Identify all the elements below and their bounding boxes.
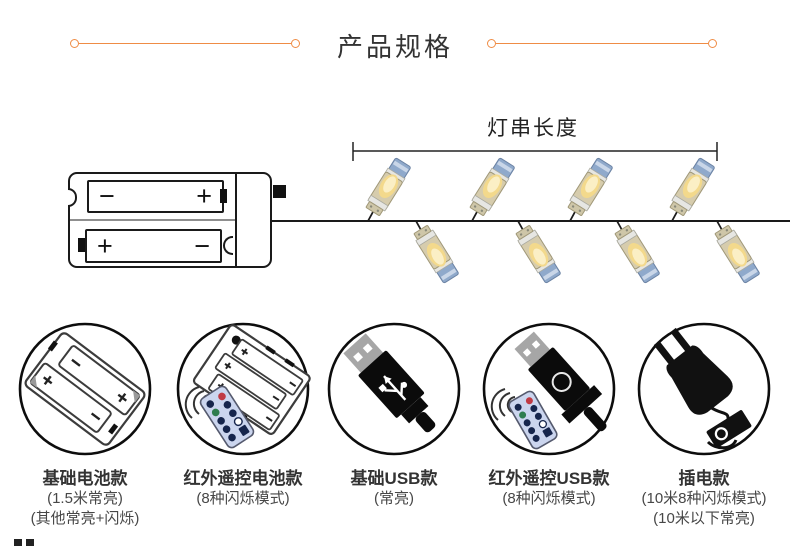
decor-circle-icon bbox=[487, 39, 496, 48]
product-name: 基础USB款 bbox=[350, 469, 438, 488]
product-note: (8种闪烁模式) bbox=[196, 490, 290, 507]
decor-circle-icon bbox=[708, 39, 717, 48]
product-card-basic-battery: 基础电池款 (1.5米常亮) (其他常亮+闪烁) bbox=[7, 321, 163, 529]
decor-bar bbox=[496, 43, 708, 44]
battery-box-icon bbox=[18, 322, 152, 456]
battery-spring bbox=[68, 188, 77, 207]
product-note: (1.5米常亮) bbox=[47, 490, 123, 507]
length-measure-line bbox=[352, 142, 718, 161]
battery-spring bbox=[223, 236, 233, 255]
polarity-minus: − bbox=[194, 230, 210, 261]
plug-cable bbox=[706, 439, 738, 450]
product-note: (其他常亮+闪烁) bbox=[30, 510, 140, 527]
product-card-remote-usb: 红外遥控USB款 (8种闪烁模式) bbox=[471, 321, 627, 509]
product-name: 插电款 bbox=[678, 469, 730, 488]
title-decor-line-right bbox=[487, 39, 717, 48]
battery-pack-divider bbox=[235, 174, 237, 266]
remote-control-icon bbox=[199, 385, 255, 449]
string-length-label: 灯串长度 bbox=[487, 117, 579, 140]
decor-circle-icon bbox=[70, 39, 79, 48]
decor-bar bbox=[79, 43, 291, 44]
page-title: 产品规格 bbox=[336, 32, 453, 62]
polarity-plus: + bbox=[196, 181, 212, 211]
decor-circle-icon bbox=[291, 39, 300, 48]
product-name: 基础电池款 bbox=[42, 469, 128, 488]
product-note: (10米以下常亮) bbox=[653, 510, 755, 527]
ir-signal-waves-icon bbox=[490, 388, 516, 421]
battery-terminal-nub bbox=[220, 189, 227, 203]
usb-plug-icon bbox=[327, 322, 461, 456]
product-note: (10米8种闪烁模式) bbox=[641, 490, 767, 507]
remote-battery-icon bbox=[176, 322, 311, 456]
product-card-plug-in: 插电款 (10米8种闪烁模式) (10米以下常亮) bbox=[626, 321, 782, 529]
title-decor-line-left bbox=[70, 39, 300, 48]
cropped-text-artifact bbox=[14, 539, 22, 546]
remote-control-icon bbox=[508, 390, 558, 450]
polarity-plus: + bbox=[97, 230, 113, 261]
product-note: (8种闪烁模式) bbox=[502, 490, 596, 507]
battery-pack-separator bbox=[70, 219, 235, 221]
product-card-remote-battery: 红外遥控电池款 (8种闪烁模式) bbox=[165, 321, 321, 509]
product-name: 红外遥控电池款 bbox=[183, 469, 303, 488]
power-plug-icon bbox=[637, 322, 771, 456]
wire-connector bbox=[273, 185, 286, 198]
remote-usb-icon bbox=[482, 322, 616, 456]
product-note: (常亮) bbox=[374, 490, 414, 507]
battery-terminal-nub bbox=[78, 238, 85, 252]
cropped-text-artifact bbox=[26, 539, 34, 546]
product-name: 红外遥控USB款 bbox=[488, 469, 610, 488]
bulb-wire-stubs bbox=[367, 209, 723, 231]
polarity-minus: − bbox=[99, 181, 115, 211]
product-card-basic-usb: 基础USB款 (常亮) bbox=[316, 321, 472, 509]
battery-cell-bottom: + − bbox=[85, 229, 222, 263]
battery-cell-top: − + bbox=[87, 180, 224, 213]
battery-pack: − + + − bbox=[68, 172, 286, 268]
controller-box-icon bbox=[706, 410, 752, 448]
